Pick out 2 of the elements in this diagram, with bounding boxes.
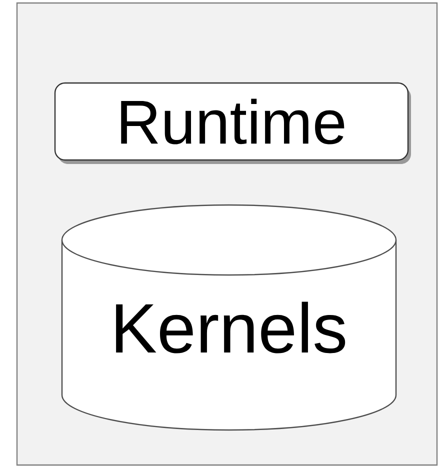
process-box: Runtime (54, 82, 411, 164)
database-cylinder: Kernels (61, 204, 397, 431)
